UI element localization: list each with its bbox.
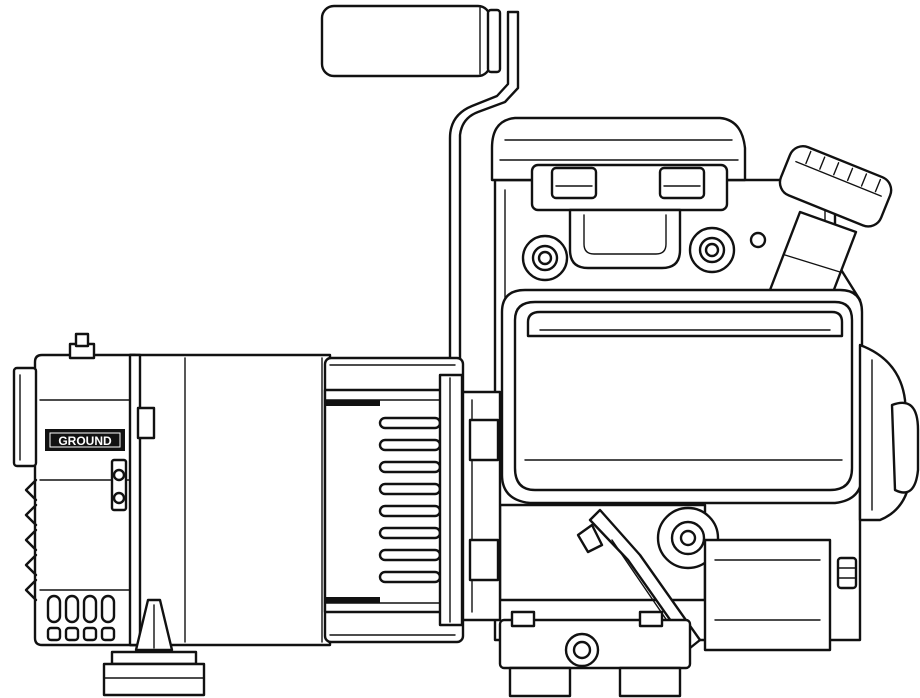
latch-left <box>550 166 598 200</box>
vibration-mount <box>102 598 206 697</box>
adapter-flange <box>460 390 502 622</box>
fuel-filler <box>749 144 893 302</box>
recoil-housing <box>858 343 920 522</box>
fuel-tank <box>500 288 864 505</box>
intake-bolts <box>521 226 736 282</box>
ground-label-text: GROUND <box>58 434 112 448</box>
latch-right <box>658 166 706 200</box>
alternator: GROUND <box>12 332 465 647</box>
handle-grip <box>320 4 492 78</box>
engine-base <box>498 610 692 698</box>
fan-vents <box>378 416 442 584</box>
air-filter-cover <box>490 116 747 270</box>
ground-label: GROUND <box>45 429 125 451</box>
ground-terminal <box>110 458 128 512</box>
fuel-cap <box>778 144 893 228</box>
end-bell-slots <box>46 594 116 642</box>
end-bell-fins <box>24 478 38 602</box>
